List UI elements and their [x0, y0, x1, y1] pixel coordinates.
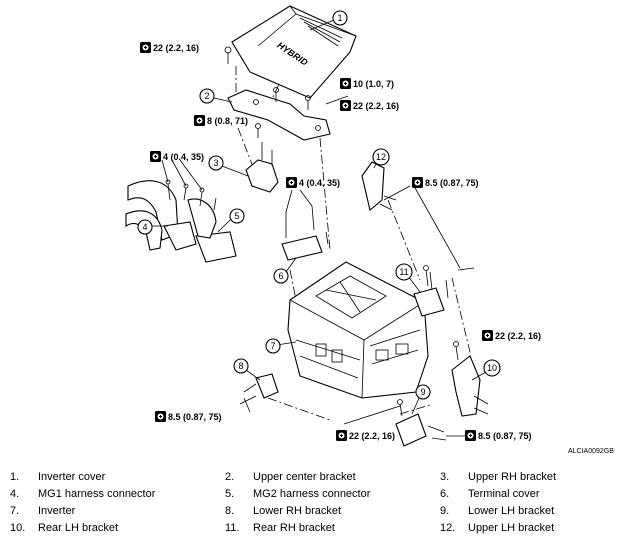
torque-wrench-icon: [139, 41, 152, 54]
inverter: [287, 261, 429, 399]
svg-text:2: 2: [204, 91, 209, 101]
torque-wrench-icon: [411, 176, 424, 189]
torque-wrench-icon: [335, 429, 348, 442]
svg-text:12: 12: [376, 152, 386, 162]
svg-text:6: 6: [278, 271, 283, 281]
torque-wrench-icon: [464, 429, 477, 442]
svg-text:5: 5: [234, 211, 239, 221]
svg-text:22 (2.2, 16): 22 (2.2, 16): [153, 43, 199, 53]
svg-text:7: 7: [270, 341, 275, 351]
torque-spec-bracket3: 8 (0.8, 71): [193, 114, 248, 127]
svg-text:4 (0.4, 35): 4 (0.4, 35): [163, 152, 204, 162]
torque-wrench-icon: [481, 329, 494, 342]
figure-code: ALCIA0092GB: [568, 448, 614, 455]
svg-text:8.5 (0.87, 75): 8.5 (0.87, 75): [425, 178, 479, 188]
torque-wrench-icon: [149, 150, 162, 163]
callout-7: 7: [265, 338, 281, 354]
callout-6: 6: [273, 268, 289, 284]
leader-lines: [152, 19, 487, 437]
callout-2: 2: [199, 88, 215, 104]
callout-5: 5: [229, 208, 245, 224]
torque-labels: 22 (2.2, 16) 10 (1.0, 7) 22 (2.2, 16) 8 …: [139, 41, 541, 442]
torque-spec-lower-lh: 8.5 (0.87, 75): [464, 429, 532, 442]
svg-text:4 (0.4, 35): 4 (0.4, 35): [299, 178, 340, 188]
lower-lh-bracket: [395, 413, 447, 447]
torque-wrench-icon: [285, 176, 298, 189]
svg-text:3: 3: [213, 158, 218, 168]
svg-text:22 (2.2, 16): 22 (2.2, 16): [495, 331, 541, 341]
torque-spec-center-top: 10 (1.0, 7): [339, 77, 394, 90]
torque-wrench-icon: [339, 99, 352, 112]
svg-text:22 (2.2, 16): 22 (2.2, 16): [349, 431, 395, 441]
torque-wrench-icon: [154, 410, 167, 423]
svg-text:9: 9: [420, 387, 425, 397]
callout-11: 11: [395, 263, 413, 281]
svg-text:8 (0.8, 71): 8 (0.8, 71): [207, 116, 248, 126]
exploded-parts-diagram: HYBRID: [125, 5, 614, 455]
upper-center-bracket: [227, 89, 331, 141]
callout-1: 1: [332, 10, 348, 26]
terminal-cover: [281, 205, 329, 261]
rear-lh-bracket: [451, 355, 489, 417]
callout-12: 12: [372, 148, 390, 166]
torque-spec-center-bottom: 22 (2.2, 16): [339, 99, 399, 112]
svg-text:8.5 (0.87, 75): 8.5 (0.87, 75): [168, 412, 222, 422]
callout-8: 8: [233, 358, 249, 374]
svg-text:8.5 (0.87, 75): 8.5 (0.87, 75): [478, 431, 532, 441]
lower-rh-bracket: [239, 373, 279, 405]
upper-rh-bracket: [245, 142, 279, 193]
torque-wrench-icon: [193, 114, 206, 127]
bolts: [224, 46, 459, 417]
callout-10: 10: [483, 359, 501, 377]
torque-spec-rear-top: 8.5 (0.87, 75): [411, 176, 479, 189]
torque-spec-terminal: 4 (0.4, 35): [285, 176, 340, 189]
rear-rh-bracket: [413, 267, 475, 317]
torque-spec-cover: 22 (2.2, 16): [139, 41, 199, 54]
torque-spec-bottom-center: 22 (2.2, 16): [335, 429, 395, 442]
callouts: 1 2 3 4 5 6 7 8 9 10 11 12: [137, 10, 501, 400]
svg-text:10: 10: [487, 363, 497, 373]
callout-9: 9: [415, 384, 431, 400]
torque-spec-harness: 4 (0.4, 35): [149, 150, 204, 163]
parts-legend: 1.Inverter cover 2.Upper center bracket …: [10, 471, 557, 534]
torque-wrench-icon: [339, 77, 352, 90]
callout-4: 4: [137, 219, 153, 235]
svg-text:22 (2.2, 16): 22 (2.2, 16): [353, 101, 399, 111]
harness-hoses: [125, 179, 237, 263]
svg-text:1: 1: [337, 13, 342, 23]
torque-spec-rear-mid: 22 (2.2, 16): [481, 329, 541, 342]
torque-spec-lower-rh: 8.5 (0.87, 75): [154, 410, 222, 423]
upper-lh-bracket: [361, 161, 397, 211]
svg-text:11: 11: [399, 267, 408, 277]
callout-3: 3: [208, 155, 224, 171]
inverter-cover: HYBRID: [231, 5, 357, 99]
svg-text:8: 8: [238, 361, 243, 371]
svg-text:10 (1.0, 7): 10 (1.0, 7): [353, 79, 394, 89]
svg-text:4: 4: [142, 222, 147, 232]
